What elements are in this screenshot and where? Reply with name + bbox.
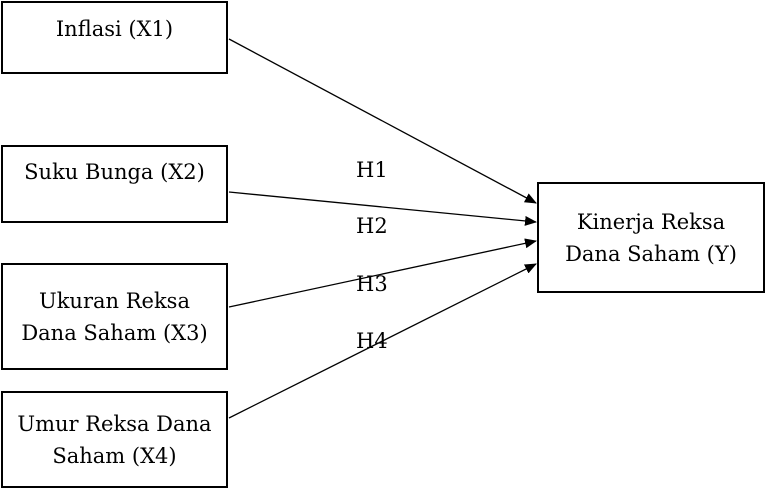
hypothesis-label-h4: H4: [356, 329, 388, 353]
arrow-h3: [228, 238, 537, 308]
hypothesis-label-h3: H3: [356, 272, 388, 296]
node-kinerja-reksa-dana: Kinerja Reksa Dana Saham (Y): [537, 182, 765, 293]
hypothesis-label-h1: H1: [356, 158, 388, 182]
node-inflasi-label: Inflasi (X1): [55, 17, 174, 41]
node-umur-reksa-dana-label: Umur Reksa Dana Saham (X4): [17, 411, 212, 468]
hypothesis-label-h2: H2: [356, 214, 388, 238]
node-kinerja-reksa-dana-label: Kinerja Reksa Dana Saham (Y): [565, 209, 737, 266]
node-ukuran-reksa-dana-label: Ukuran Reksa Dana Saham (X3): [21, 288, 208, 345]
node-ukuran-reksa-dana: Ukuran Reksa Dana Saham (X3): [1, 263, 228, 370]
arrow-h1: [228, 38, 537, 204]
arrow-h2: [228, 191, 537, 226]
arrow-h4: [228, 263, 537, 419]
node-umur-reksa-dana: Umur Reksa Dana Saham (X4): [1, 391, 228, 488]
node-suku-bunga: Suku Bunga (X2): [1, 145, 228, 223]
node-suku-bunga-label: Suku Bunga (X2): [24, 160, 205, 184]
node-inflasi: Inflasi (X1): [1, 1, 228, 74]
